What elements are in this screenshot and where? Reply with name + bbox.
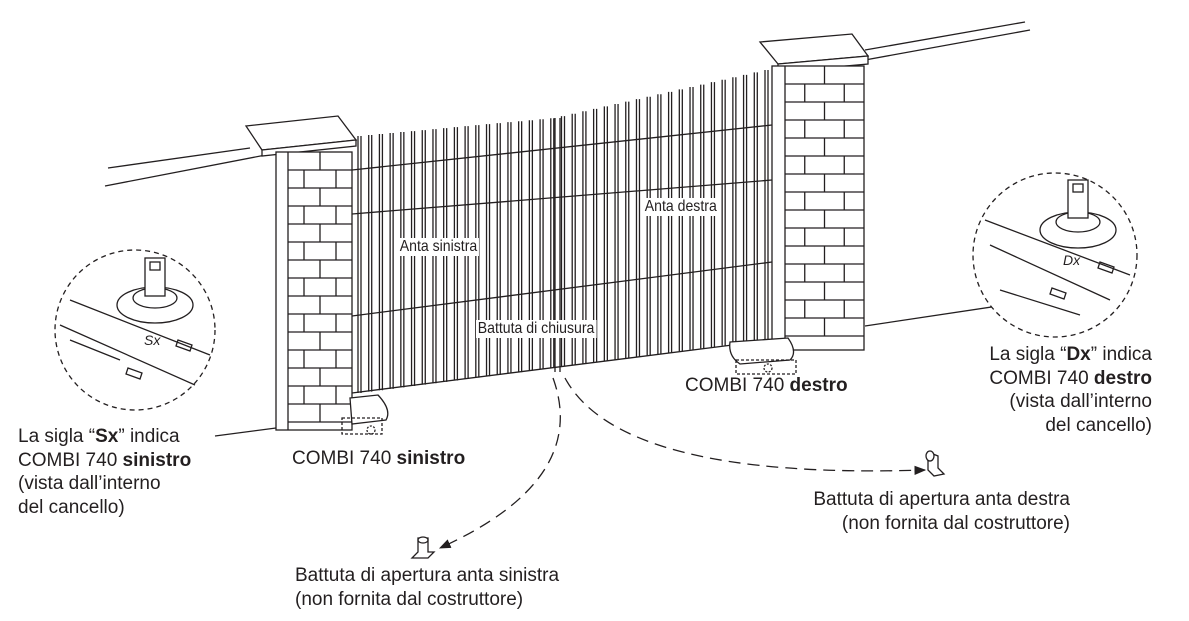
gate-leaves [351,70,773,394]
dx-badge: Dx [1063,252,1081,268]
right-stop-line2: (non fornita dal costruttore) [841,512,1070,534]
motor-name: COMBI 740 [292,448,397,469]
sx-badge: Sx [144,332,161,348]
left-note-line2: COMBI 740 sinistro [18,449,191,473]
motor-right [729,337,797,375]
left-note-line4: del cancello) [18,496,125,518]
right-note-line4: del cancello) [1045,414,1152,436]
text: Sx [95,426,119,447]
text: La sigla “ [989,344,1067,365]
right-leaf-swing-arc [564,377,927,476]
text: Dx [1066,344,1091,365]
left-stop-line1: Battuta di apertura anta sinistra [295,565,560,586]
right-motor-label: COMBI 740 destro [685,374,848,398]
closing-stop-label: Battuta di chiusura [476,320,597,338]
left-leaf-swing-arc [438,377,561,549]
left-note-line3: (vista dall’interno [18,473,161,494]
left-detail-circle: Sx [54,249,216,411]
text: La sigla “ [18,426,96,447]
left-stop-line2: (non fornita dal costruttore) [295,588,524,610]
right-note: La sigla “Dx” indica COMBI 740 destro (v… [989,343,1152,437]
right-stop-note: Battuta di apertura anta destra (non for… [813,488,1070,535]
right-note-line1: La sigla “Dx” indica [989,343,1152,367]
text: COMBI 740 [18,449,123,471]
motor-name: COMBI 740 [685,375,790,396]
right-note-line2: COMBI 740 destro [989,367,1152,391]
right-pillar [758,33,870,351]
left-leaf-label: Anta sinistra [398,238,480,256]
right-leaf-label: Anta destra [643,198,719,216]
text: sinistro [122,449,192,471]
text: ” indica [1090,344,1152,365]
motor-side: destro [789,375,848,396]
text: COMBI 740 [989,367,1094,389]
right-note-line3: (vista dall’interno [1009,391,1152,412]
left-stop-note: Battuta di apertura anta sinistra (non f… [295,564,559,611]
left-pillar [244,115,358,431]
text: ” indica [118,426,180,447]
right-opening-stop-icon [925,450,946,477]
right-stop-line1: Battuta di apertura anta destra [813,489,1070,510]
left-note: La sigla “Sx” indica COMBI 740 sinistro … [18,425,191,519]
left-note-line1: La sigla “Sx” indica [18,425,191,449]
motor-side: sinistro [396,448,466,469]
left-motor-label: COMBI 740 sinistro [292,447,465,471]
wall-lines [104,21,1031,437]
motor-left [341,394,389,435]
right-detail-circle: Dx [972,172,1138,338]
left-opening-stop-icon [410,536,436,559]
text: destro [1093,367,1152,389]
